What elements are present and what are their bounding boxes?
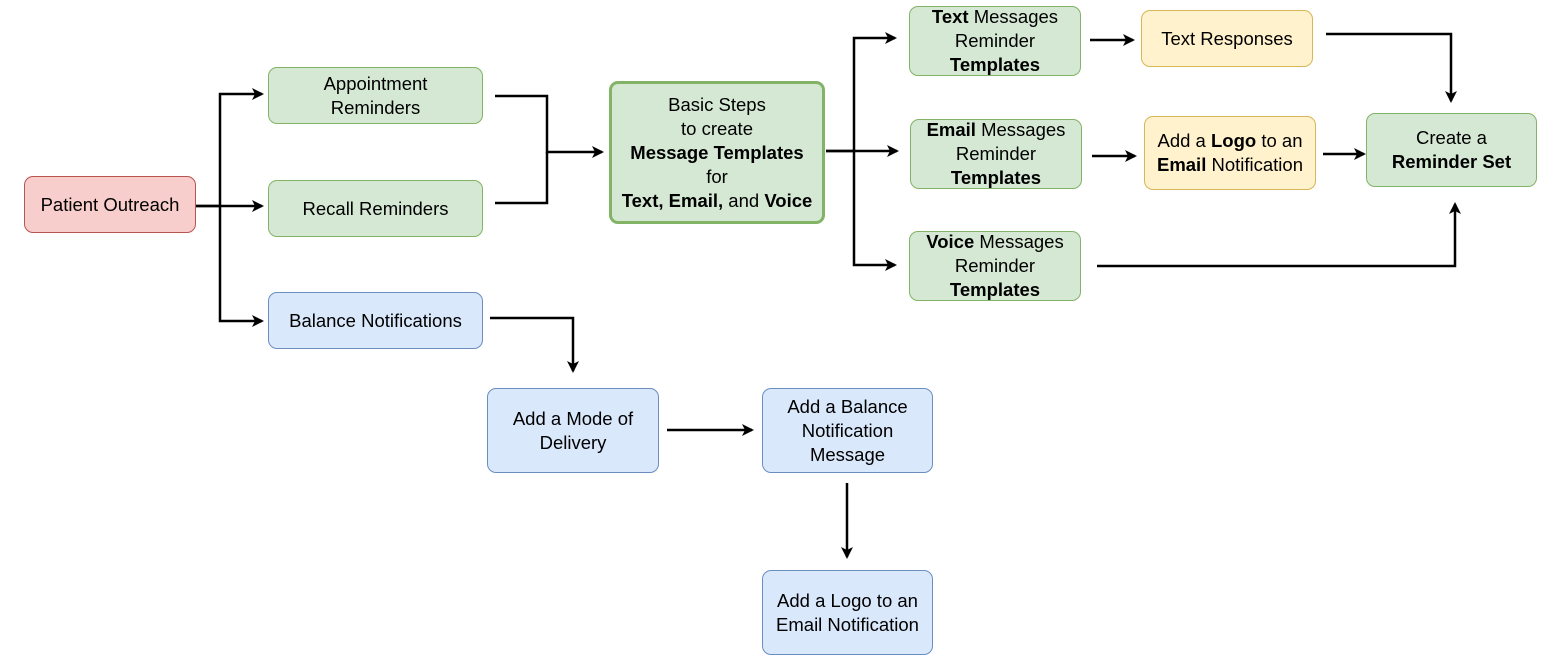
- node-label-line1: Email Messages: [927, 118, 1066, 142]
- node-basic-steps: Basic Steps to create Message Templates …: [609, 81, 825, 224]
- node-label-line2: Reminder: [954, 255, 1036, 276]
- label-bold: Email: [926, 119, 976, 140]
- node-voice-templates: Voice Messages Reminder Templates: [909, 231, 1081, 301]
- node-label-line2: Email Notification: [776, 613, 919, 635]
- node-balance-notifications: Balance Notifications: [268, 292, 483, 349]
- edge-recall-to-basic: [495, 152, 549, 205]
- label-post2: Notification: [1211, 154, 1303, 175]
- node-email-templates: Email Messages Reminder Templates: [910, 119, 1082, 189]
- label-rest: Messages: [981, 119, 1066, 140]
- edge-appointment-to-basic: [495, 94, 604, 158]
- label-rest: Messages: [973, 6, 1059, 27]
- node-label-line1: Basic Steps: [668, 93, 766, 115]
- node-appointment-reminders: Appointment Reminders: [268, 67, 483, 124]
- node-label-line3: Templates: [949, 279, 1041, 300]
- edge-responses-to-reminder-set: [1326, 32, 1457, 103]
- node-patient-outreach: Patient Outreach: [24, 176, 196, 233]
- node-label-line2: Reminder: [954, 30, 1036, 51]
- label-email-bold: Email: [1156, 154, 1207, 175]
- edge-balance-to-mode: [490, 316, 579, 373]
- node-create-reminder-set: Create a Reminder Set: [1366, 113, 1537, 187]
- edge-basic-to-voice: [852, 151, 897, 271]
- node-recall-reminders: Recall Reminders: [268, 180, 483, 237]
- label-voice-word: Voice: [764, 189, 813, 211]
- node-add-balance-message: Add a Balance Notification Message: [762, 388, 933, 473]
- label-logo-bold: Logo: [1211, 130, 1257, 151]
- label-bold: Text: [931, 6, 969, 27]
- node-label: Text Responses: [1161, 27, 1293, 49]
- node-label: Balance Notifications: [289, 309, 462, 331]
- edge-voice-to-reminder-set: [1097, 202, 1461, 268]
- node-label-line4: for: [706, 165, 728, 187]
- node-label-line1: Add a Balance: [787, 395, 908, 417]
- node-label-line3: Message: [809, 443, 886, 465]
- label-bold: Voice: [926, 231, 975, 252]
- node-add-logo-email-balance: Add a Logo to an Email Notification: [762, 570, 933, 655]
- node-label-line2: Reminders: [330, 96, 421, 118]
- node-label-line2: Delivery: [539, 431, 607, 453]
- node-label-line2: Notification: [801, 419, 894, 441]
- label-rest: Messages: [979, 231, 1064, 252]
- edge-basic-to-text: [826, 32, 897, 153]
- node-label-line2: Email Notification: [1157, 153, 1303, 177]
- node-label: Recall Reminders: [302, 197, 449, 219]
- node-label-line5: Text, Email, and Voice: [622, 189, 813, 213]
- label-text-word: Text,: [621, 189, 664, 211]
- edge-outreach-to-balance: [218, 206, 264, 327]
- node-label-line2: to create: [681, 117, 753, 139]
- node-label-line3: Templates: [949, 54, 1041, 75]
- label-email-word: Email,: [668, 189, 724, 211]
- node-label-line2: Reminder Set: [1391, 151, 1512, 172]
- label-pre: Add a: [1157, 130, 1206, 151]
- node-label-line2: Reminder: [955, 143, 1037, 164]
- node-add-mode-delivery: Add a Mode of Delivery: [487, 388, 659, 473]
- node-label-line1: Add a Logo to an: [1158, 129, 1303, 153]
- node-text-responses: Text Responses: [1141, 10, 1313, 67]
- node-label: Patient Outreach: [40, 193, 180, 215]
- node-label-line1: Add a Mode of: [512, 407, 634, 429]
- node-label-line1: Add a Logo to an: [777, 589, 918, 611]
- node-label-line1: Create a: [1416, 127, 1487, 148]
- label-and-word: and: [728, 189, 760, 211]
- node-text-templates: Text Messages Reminder Templates: [909, 6, 1081, 76]
- node-label-line1: Appointment: [323, 72, 428, 94]
- label-post: to an: [1261, 130, 1303, 151]
- node-label-line1: Text Messages: [932, 5, 1058, 29]
- node-label-line1: Voice Messages: [926, 230, 1063, 254]
- node-add-logo-email: Add a Logo to an Email Notification: [1144, 116, 1316, 190]
- node-label-line3: Message Templates: [630, 141, 804, 163]
- edge-outreach-to-appointment: [195, 88, 264, 208]
- node-label-line3: Templates: [950, 167, 1042, 188]
